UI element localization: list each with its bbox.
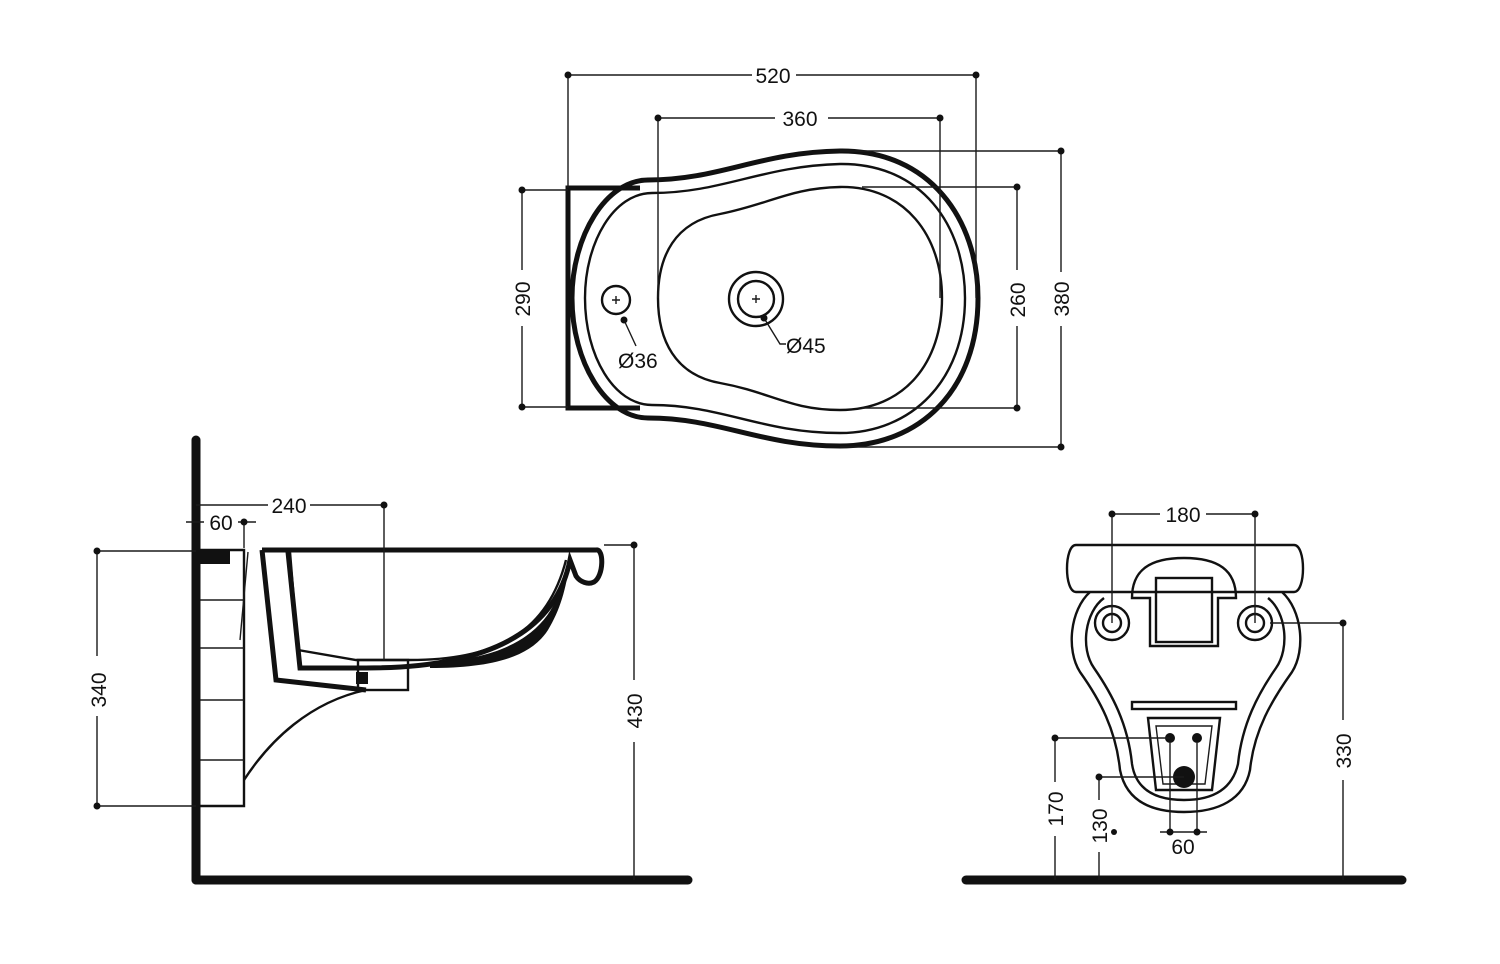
dim-label-bracket-height: 340 [88, 672, 111, 707]
label-tap-hole: Ø36 [618, 350, 658, 373]
top-view-inner-rim [583, 162, 967, 435]
front-body-inner [1084, 597, 1286, 802]
dim-dot [93, 547, 101, 555]
basin-inner [288, 551, 568, 662]
dim-dot [654, 114, 662, 122]
dim-dot [1108, 510, 1116, 518]
strut-inner [239, 551, 249, 641]
dim-label-bowl-depth: 260 [1007, 282, 1030, 317]
dim-dot [1339, 619, 1347, 627]
dim-label-overall-width: 520 [755, 65, 790, 88]
supply-right-icon [1192, 733, 1202, 743]
dim-dot [1166, 828, 1174, 836]
dim-label-fixing-spacing: 180 [1165, 504, 1200, 527]
dim-dot [518, 403, 526, 411]
front-lip [1130, 700, 1238, 711]
drain-inner-icon [736, 279, 776, 319]
mounting-boss [1130, 556, 1238, 648]
front-rim [1065, 543, 1305, 594]
tap-hole-center-mark [612, 296, 620, 304]
drain-fitting [356, 672, 368, 684]
outlet-frame [1146, 716, 1222, 792]
dim-label-fixing-height: 330 [1333, 733, 1356, 768]
dim-dot [1095, 773, 1103, 781]
dim-line-170 [1054, 737, 1170, 880]
dim-dot [380, 501, 388, 509]
dim-line-520 [567, 74, 977, 298]
dim-dot [620, 316, 628, 324]
dim-label-supply-height: 170 [1045, 791, 1068, 826]
dim-label-rim-height: 430 [624, 693, 647, 728]
dim-dot [1013, 183, 1021, 191]
dim-line-340 [96, 550, 196, 807]
front-body-outer [1070, 591, 1302, 814]
label-drain: Ø45 [786, 335, 826, 358]
dim-dot [564, 71, 572, 79]
dim-dot [240, 518, 248, 526]
dim-dot [1057, 147, 1065, 155]
dim-dot [1111, 829, 1117, 835]
leader-drain [763, 317, 786, 345]
strut [259, 549, 367, 693]
wall-bracket-steps [200, 599, 244, 761]
dim-line-430 [604, 544, 635, 880]
tap-hole-icon [600, 284, 632, 316]
dim-label-projection: 240 [271, 495, 306, 518]
dim-line-180 [1111, 513, 1256, 623]
dim-label-supply-spacing: 60 [1171, 836, 1194, 859]
dim-dot [972, 71, 980, 79]
dim-dot [630, 541, 638, 549]
front-view: 180 330 170 130 60 [961, 504, 1407, 885]
dim-line-260 [862, 186, 1018, 409]
dim-dot [760, 314, 768, 322]
dim-dot [1193, 828, 1201, 836]
dim-line-290 [521, 189, 568, 408]
top-view: 520 360 290 260 380 Ø36 Ø45 [512, 65, 1074, 451]
top-view-wall-plate [565, 185, 640, 411]
dim-label-depth-wall: 290 [512, 281, 535, 316]
basin-wall-fill [430, 560, 570, 668]
drain-outer-icon [727, 270, 785, 328]
support-arc [242, 688, 367, 781]
drain-center-mark [752, 295, 760, 303]
dim-dot [93, 802, 101, 810]
wall-plate-block [200, 550, 230, 564]
dim-dot [1051, 734, 1059, 742]
dim-dot [518, 186, 526, 194]
dim-line-360 [657, 117, 941, 298]
outlet-frame-inner [1155, 725, 1213, 785]
dim-label-offset: 60 [209, 512, 232, 535]
dim-dot [936, 114, 944, 122]
top-view-bowl [656, 185, 944, 412]
dim-line-380 [840, 150, 1062, 448]
dim-dot [1013, 404, 1021, 412]
dim-line-240 [196, 504, 385, 660]
dim-label-bowl-width: 360 [782, 108, 817, 131]
dim-dot [1251, 510, 1259, 518]
dim-line-330 [1270, 622, 1344, 880]
leader-tap-hole [623, 319, 637, 347]
mounting-slot [1154, 576, 1214, 644]
dim-dot [1057, 443, 1065, 451]
dim-label-waste-height: 130 [1089, 808, 1112, 843]
dim-label-overall-depth: 380 [1051, 281, 1074, 316]
wall-bracket [200, 548, 246, 808]
side-view: 240 60 340 430 [88, 435, 693, 885]
basin-outer [262, 547, 605, 671]
